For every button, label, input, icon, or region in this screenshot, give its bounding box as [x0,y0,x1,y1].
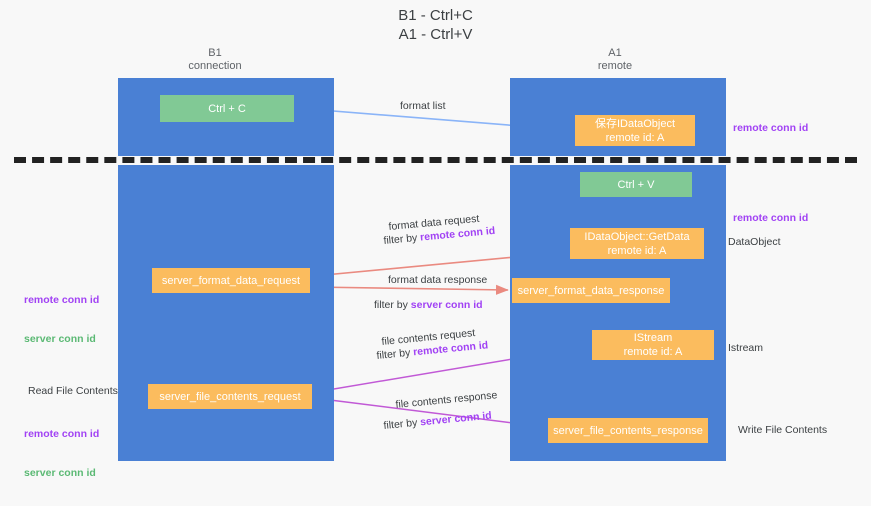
node-ctrl-c[interactable]: Ctrl + C [160,95,294,122]
node-server-file-contents-response[interactable]: server_file_contents_response [548,418,708,443]
column-header-b1: B1 connection [188,47,242,72]
lane-b1-bottom [118,165,334,461]
annotation-remote-conn-id-2: remote conn id [24,428,100,440]
annotation-server-conn-id-2: server conn id [24,467,96,479]
filter-prefix: filter by [383,416,421,432]
filter-prefix: filter by [374,299,411,311]
node-server-format-data-request[interactable]: server_format_data_request [152,268,310,293]
annotation-server-conn-id-1: server conn id [24,333,96,345]
edge-label-format-list: format list [400,100,446,112]
annotation-remote-conn-id-mid: remote conn id [733,212,809,224]
page-title: B1 - Ctrl+C A1 - Ctrl+V [398,7,473,43]
edge-label-format-data-response-filter: filter by server conn id [374,299,483,312]
node-istream[interactable]: IStream remote id: A [592,330,714,360]
edge-format-data-response [311,284,509,295]
node-server-format-data-response[interactable]: server_format_data_response [512,278,670,303]
annotation-conn-id-group-bottom: remote conn id server conn id [24,402,99,506]
edge-file-contents-response [313,397,546,431]
filter-key-server-conn-id: server conn id [410,299,483,311]
annotation-conn-id-group-top: remote conn id server conn id [24,268,99,372]
annotation-write-file-contents: Write File Contents [738,424,828,436]
annotation-dataobject: DataObject [728,236,781,248]
node-server-file-contents-request[interactable]: server_file_contents_request [148,384,312,409]
annotation-read-file-contents: Read File Contents [28,385,118,397]
section-divider [14,157,857,163]
column-header-a1: A1 remote [597,47,633,72]
node-idataobject-getdata[interactable]: IDataObject::GetData remote id: A [570,228,704,259]
diagram-canvas: B1 - Ctrl+C A1 - Ctrl+V B1 connection A1… [14,7,857,479]
lane-a1-bottom [510,165,726,461]
edge-label-format-data-response: format data response [388,274,488,286]
annotation-remote-conn-id-1: remote conn id [24,294,100,306]
filter-prefix: filter by [376,346,414,362]
annotation-istream: Istream [728,342,764,354]
annotation-remote-conn-id-top: remote conn id [733,122,809,134]
node-save-idataobject[interactable]: 保存IDataObject remote id: A [575,115,695,146]
node-ctrl-v[interactable]: Ctrl + V [580,172,692,197]
filter-prefix: filter by [383,231,421,247]
